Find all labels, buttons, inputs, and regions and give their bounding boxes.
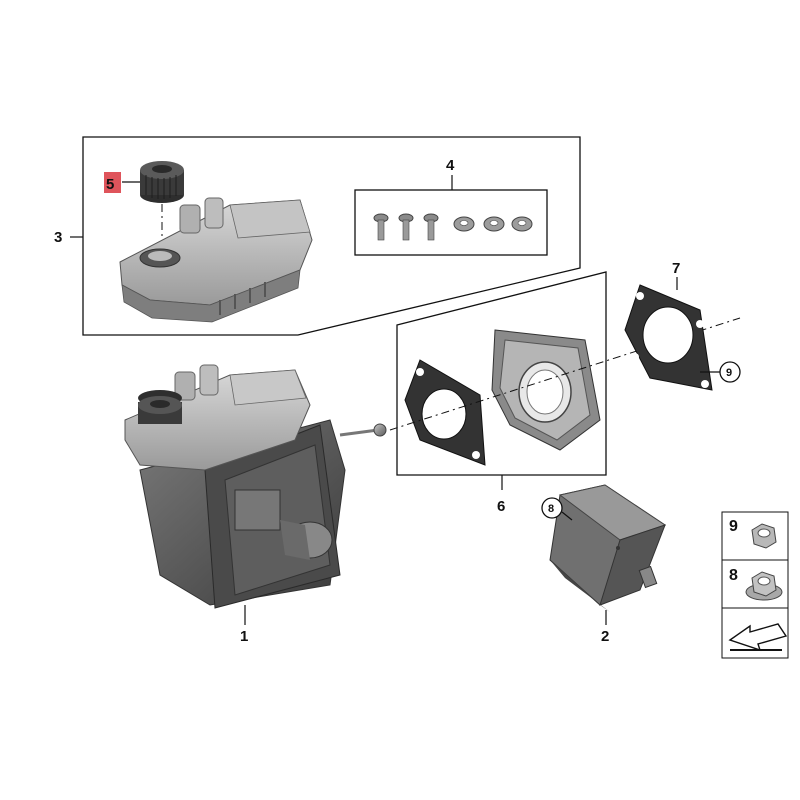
gasket-icon-7[interactable]: [624, 284, 713, 391]
side-label-9[interactable]: 9: [729, 518, 738, 535]
reservoir-cap-icon[interactable]: [140, 161, 184, 203]
callout-5[interactable]: 5: [106, 176, 114, 193]
highlight-5: [104, 172, 121, 193]
hex-nut-icon[interactable]: [751, 523, 777, 549]
callout-3[interactable]: 3: [54, 229, 62, 246]
kit-frame-4: [354, 189, 548, 256]
side-label-8[interactable]: 8: [729, 567, 738, 584]
group-frame-top: [82, 136, 581, 336]
callout-7[interactable]: 7: [672, 260, 680, 277]
callout-circle-8: [541, 497, 563, 519]
flange-nut-icon[interactable]: [745, 571, 783, 601]
callout-6[interactable]: 6: [497, 498, 505, 515]
group-frame-6: [396, 271, 607, 476]
callout-circle-9: [719, 361, 741, 383]
control-unit-icon[interactable]: [549, 484, 667, 612]
arrow-icon: [728, 623, 788, 652]
seal-flange-icon[interactable]: [491, 329, 601, 451]
fluid-reservoir-icon[interactable]: [119, 197, 313, 323]
callout-2[interactable]: 2: [601, 628, 609, 645]
leader-8: [561, 511, 573, 521]
callout-1[interactable]: 1: [240, 628, 248, 645]
callout-4[interactable]: 4: [446, 157, 455, 174]
washer-icon[interactable]: [453, 216, 533, 232]
screw-icon[interactable]: [373, 213, 439, 241]
callout-9[interactable]: 9: [726, 367, 732, 379]
brake-booster-icon[interactable]: [124, 364, 387, 609]
callout-8[interactable]: 8: [548, 503, 554, 515]
